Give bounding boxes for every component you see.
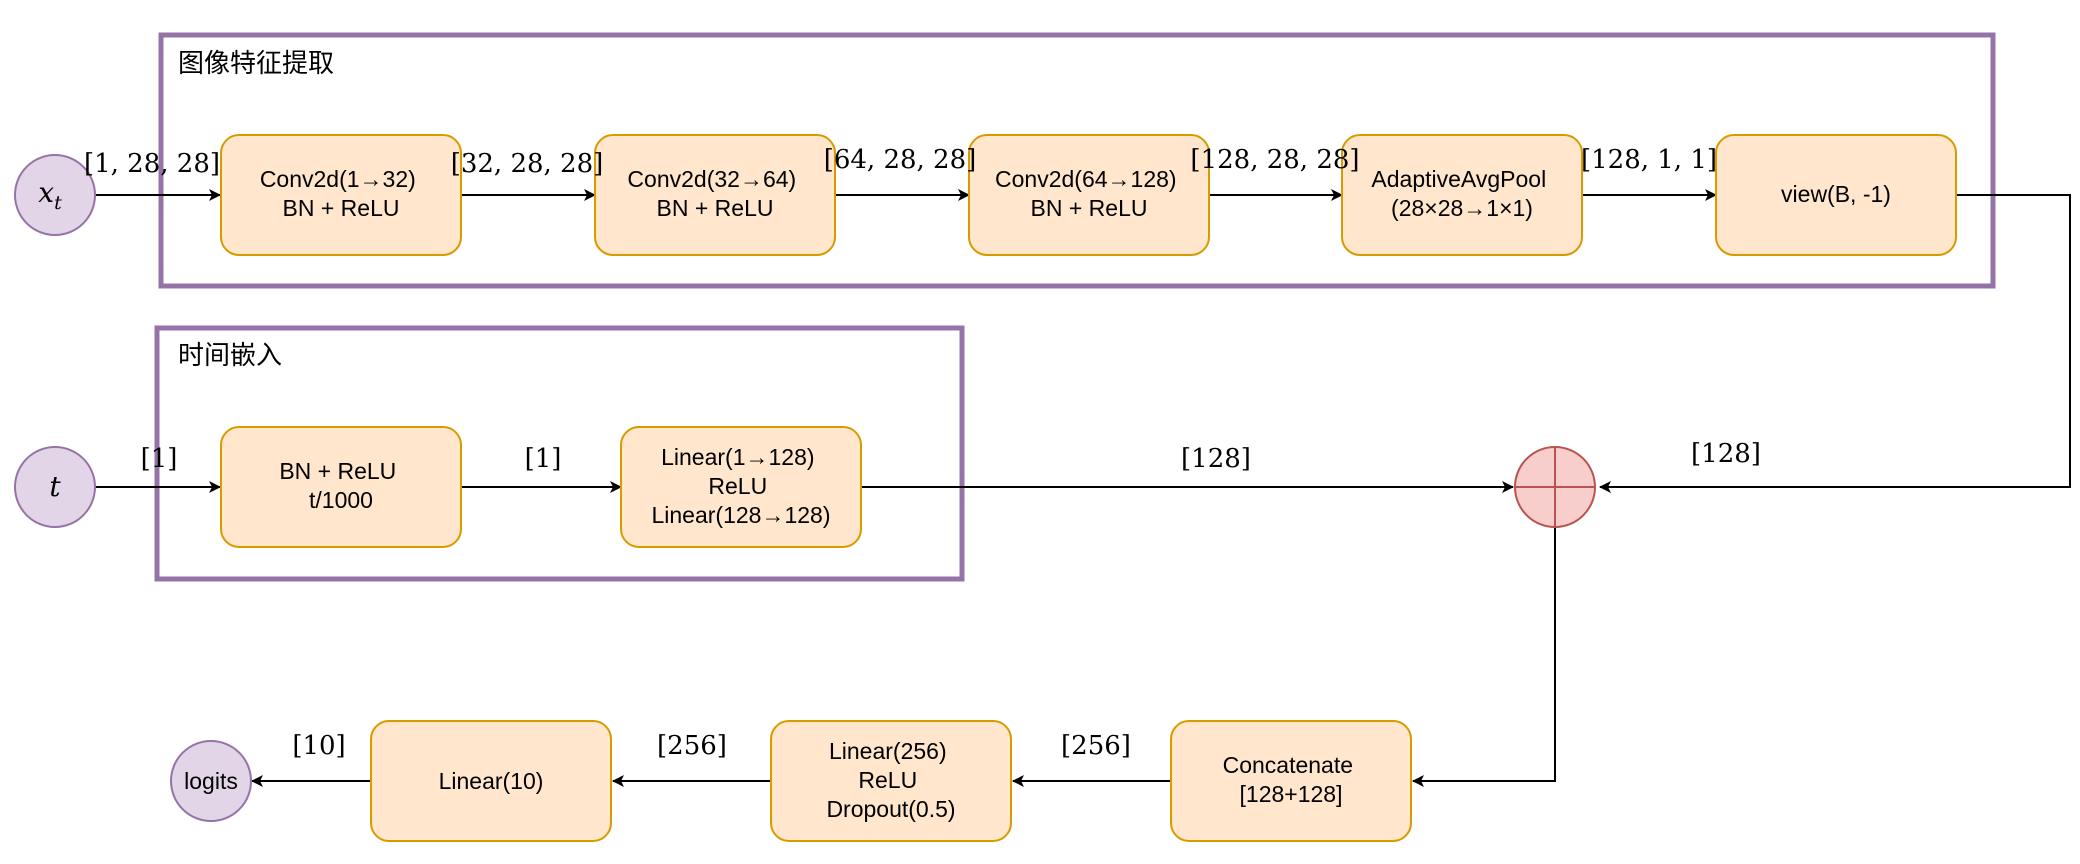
node-fc1: Linear(256) ReLU Dropout(0.5): [770, 720, 1012, 842]
node-fc2: Linear(10): [370, 720, 612, 842]
node-time-bn-label: BN + ReLU t/1000: [279, 458, 402, 513]
sum-node: [1514, 446, 1596, 528]
node-concat: Concatenate [128+128]: [1170, 720, 1412, 842]
shape-label-fc1-fc2: [256]: [657, 731, 727, 761]
shape-label-conv3-pool: [128, 28, 28]: [1190, 145, 1359, 175]
node-fc1-label: Linear(256) ReLU Dropout(0.5): [826, 738, 955, 822]
input-xt: xt: [14, 154, 96, 236]
node-fc2-label: Linear(10): [439, 768, 544, 794]
group-title-image-features: 图像特征提取: [178, 49, 334, 79]
output-logits-label: logits: [184, 768, 238, 794]
node-view: view(B, -1): [1715, 134, 1957, 256]
input-t: t: [14, 446, 96, 528]
node-conv3-label: Conv2d(64→128) BN + ReLU: [995, 166, 1183, 221]
shape-labels: [1, 28, 28] [32, 28, 28] [64, 28, 28] [1…: [84, 145, 1761, 761]
group-time-embedding: 时间嵌入: [154, 325, 965, 582]
shape-label-conv1-conv2: [32, 28, 28]: [451, 149, 604, 179]
group-title-time-embedding: 时间嵌入: [178, 341, 282, 371]
group-image-features: 图像特征提取: [158, 32, 1996, 289]
shape-label-conv2-conv3: [64, 28, 28]: [824, 145, 977, 175]
node-time-mlp-label: Linear(1→128) ReLU Linear(128→128): [651, 444, 830, 528]
node-conv1: Conv2d(1→32) BN + ReLU: [220, 134, 462, 256]
input-xt-label: xt: [38, 176, 62, 214]
shape-label-fc2-logits: [10]: [292, 731, 345, 761]
node-conv3: Conv2d(64→128) BN + ReLU: [968, 134, 1210, 256]
shape-label-view-sum: [128]: [1691, 439, 1761, 469]
node-view-label: view(B, -1): [1781, 181, 1891, 207]
node-time-mlp: Linear(1→128) ReLU Linear(128→128): [620, 426, 862, 548]
shape-label-bn-mlp: [1]: [525, 444, 562, 474]
shape-label-mlp-sum: [128]: [1181, 444, 1251, 474]
shape-label-xt-conv1: [1, 28, 28]: [84, 149, 220, 179]
shape-label-concat-fc1: [256]: [1061, 731, 1131, 761]
node-conv2: Conv2d(32→64) BN + ReLU: [594, 134, 836, 256]
shape-label-pool-view: [128, 1, 1]: [1581, 145, 1717, 175]
input-t-label: t: [49, 470, 61, 503]
node-conv2-label: Conv2d(32→64) BN + ReLU: [627, 166, 802, 221]
node-concat-label: Concatenate [128+128]: [1223, 752, 1360, 807]
output-logits: logits: [170, 740, 252, 822]
edges: [95, 189, 2071, 787]
node-conv1-label: Conv2d(1→32) BN + ReLU: [260, 166, 422, 221]
shape-label-t-bn: [1]: [141, 444, 178, 474]
node-pool-label: AdaptiveAvgPool (28×28→1×1): [1371, 166, 1552, 221]
edge-view-sum: [1599, 194, 2071, 493]
edge-sum-concat: [1412, 527, 1556, 787]
node-time-bn: BN + ReLU t/1000: [220, 426, 462, 548]
node-pool: AdaptiveAvgPool (28×28→1×1): [1341, 134, 1583, 256]
